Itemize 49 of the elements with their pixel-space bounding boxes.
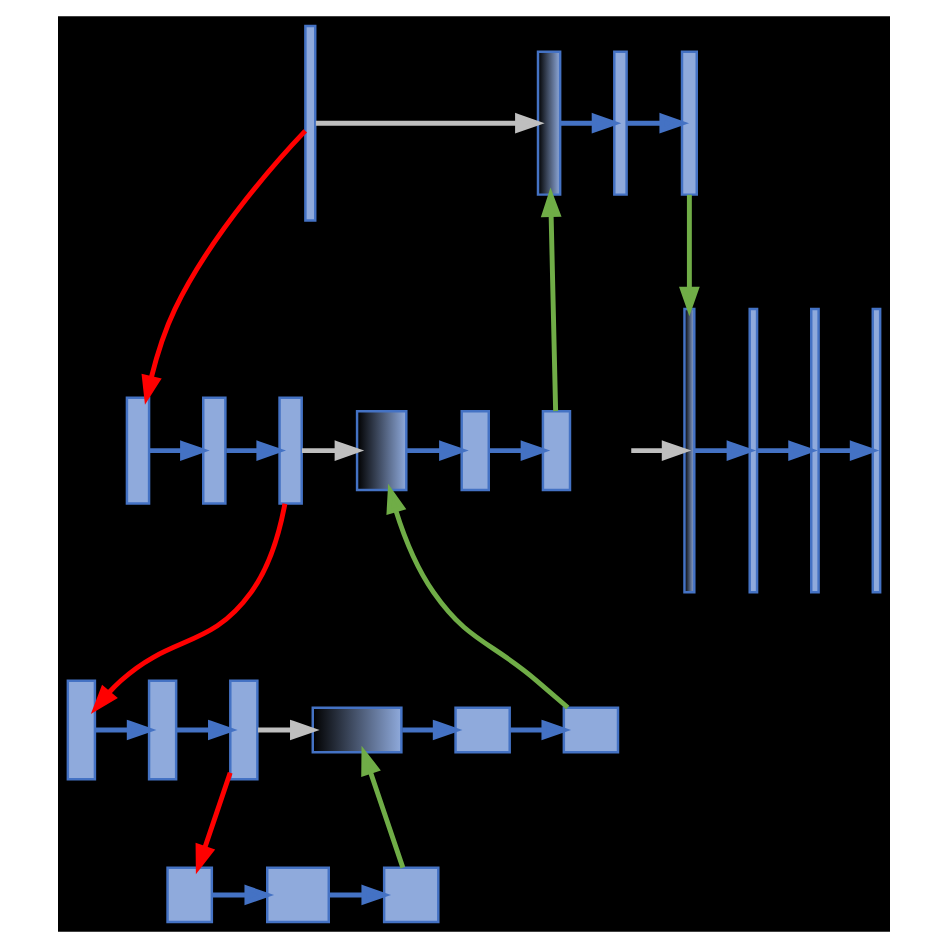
node-bar bbox=[202, 396, 227, 505]
node-bar bbox=[311, 706, 403, 754]
arrow bbox=[141, 129, 308, 405]
node-bar bbox=[541, 410, 572, 492]
node-bar bbox=[871, 307, 882, 594]
arrow bbox=[626, 112, 690, 134]
node-bar bbox=[613, 50, 628, 196]
arrow bbox=[226, 440, 286, 461]
arrow bbox=[328, 884, 392, 906]
arrow bbox=[818, 440, 880, 461]
node-bar bbox=[454, 706, 511, 754]
node-bar bbox=[66, 679, 97, 781]
node-bar bbox=[683, 307, 696, 594]
arrow bbox=[386, 483, 570, 710]
arrow bbox=[361, 745, 406, 869]
arrow bbox=[302, 440, 365, 461]
arrow bbox=[631, 440, 692, 461]
arrow bbox=[540, 187, 562, 412]
arrow bbox=[176, 719, 238, 741]
node-bar bbox=[810, 307, 820, 594]
node-bar bbox=[278, 396, 303, 505]
arrow bbox=[406, 440, 469, 461]
arrow bbox=[90, 503, 288, 714]
node-bar bbox=[536, 50, 562, 196]
node-bar bbox=[229, 679, 259, 781]
node-bar bbox=[680, 50, 698, 196]
arrow bbox=[149, 440, 210, 461]
arrow bbox=[315, 112, 545, 134]
arrow bbox=[560, 112, 622, 134]
node-bar bbox=[166, 866, 214, 924]
node-bar bbox=[266, 866, 330, 924]
arrow bbox=[212, 884, 275, 906]
node-bar bbox=[562, 706, 620, 754]
node-bar bbox=[748, 307, 759, 594]
node-bar bbox=[147, 679, 178, 781]
arrow bbox=[489, 440, 551, 461]
arrow bbox=[679, 194, 700, 317]
arrow bbox=[402, 719, 463, 741]
node-bar bbox=[460, 410, 490, 492]
node-bar bbox=[125, 396, 151, 505]
arrow bbox=[757, 440, 818, 461]
arrow bbox=[195, 772, 233, 875]
node-bar bbox=[355, 410, 408, 492]
arrow bbox=[258, 719, 320, 741]
node-bar bbox=[304, 24, 317, 222]
arrow bbox=[509, 719, 572, 741]
node-bar bbox=[382, 866, 440, 924]
arrow bbox=[694, 440, 757, 461]
arrow bbox=[95, 719, 157, 741]
